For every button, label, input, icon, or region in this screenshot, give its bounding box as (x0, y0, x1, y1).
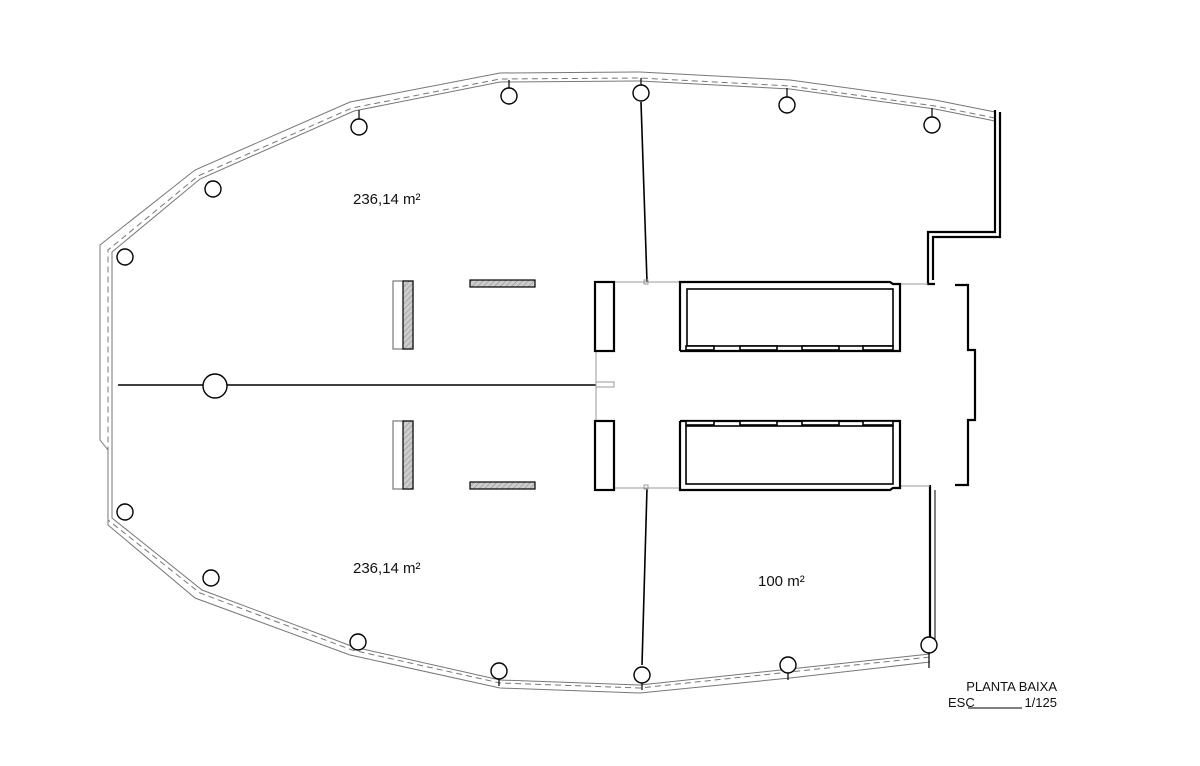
core-windows (685, 345, 894, 426)
exterior-walls (926, 110, 1002, 645)
core-thin-lines (595, 279, 930, 490)
area-label-south: 236,14 m² (353, 560, 421, 577)
scale-value: 1/125 (1024, 695, 1057, 710)
column-ties (358, 78, 1022, 709)
facade-outline (99, 71, 996, 694)
hatched-walls (392, 279, 536, 490)
drawing-title: PLANTA BAIXA (966, 679, 1057, 694)
area-label-east: 100 m² (758, 573, 805, 590)
partitions (118, 101, 648, 666)
area-label-north: 236,14 m² (353, 191, 421, 208)
core-blocks (593, 280, 902, 492)
scale-prefix: ESC (948, 695, 975, 710)
columns (116, 84, 941, 684)
